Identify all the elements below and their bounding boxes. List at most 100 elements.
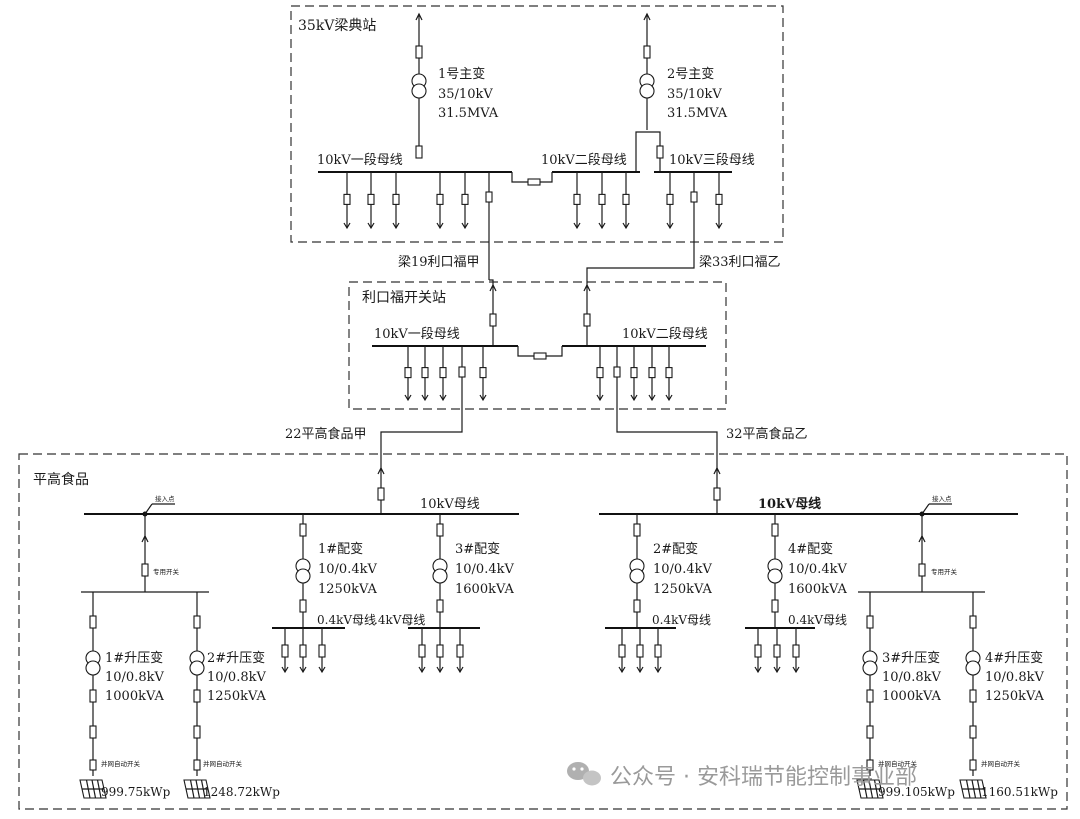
connector-line — [511, 172, 528, 183]
stepup-hv-breaker — [193, 615, 201, 629]
stepup-lv-breaker — [969, 689, 977, 703]
lv-feeder-breaker — [754, 644, 762, 658]
hv-breaker — [633, 523, 641, 537]
incoming-breaker — [583, 313, 591, 327]
arrow-up-icon — [415, 12, 423, 21]
feeder-breaker — [404, 367, 412, 379]
dist-transformer-3-name: 3#配变 — [455, 541, 500, 557]
arrow-up-icon — [918, 534, 926, 543]
access-point-left: 接入点 — [155, 494, 175, 503]
stepup-breaker — [89, 725, 97, 739]
station-pinggao-box — [18, 453, 1068, 810]
stepup-hv-breaker — [866, 615, 874, 629]
stepup-2-voltage: 10/0.8kV — [207, 670, 266, 685]
main-transformer-2-name: 2号主变 — [667, 66, 714, 82]
lv-bus-2-label: 0.4kV母线 — [652, 613, 711, 627]
grid-switch-1: 并网自动开关 — [101, 759, 141, 768]
pv-1-capacity: 999.75kWp — [101, 785, 171, 799]
lv-feeder-breaker — [436, 644, 444, 658]
lk-bus2-label: 10kV二段母线 — [622, 327, 708, 342]
connector-line — [616, 430, 718, 514]
dist-transformer-4-capacity: 1600kVA — [788, 582, 847, 597]
watermark-text: 公众号 · 安科瑞节能控制事业部 — [610, 765, 917, 790]
lv-bus-4-label: 0.4kV母线 — [788, 613, 847, 627]
stepup-1-voltage: 10/0.8kV — [105, 670, 164, 685]
stepup-3-capacity: 1000kVA — [882, 689, 941, 704]
transformer-coil-lower — [767, 568, 783, 584]
watermark: 公众号 · 安科瑞节能控制事业部 — [567, 762, 917, 790]
arrow-down-icon — [622, 222, 630, 230]
feeder-breaker — [367, 193, 375, 205]
stepup-1-name: 1#升压变 — [105, 650, 163, 666]
connector-line — [540, 172, 553, 183]
lv-breaker — [633, 599, 641, 613]
arrow-up-icon — [713, 466, 721, 475]
arrow-down-icon — [636, 666, 644, 674]
stepup-1-capacity: 1000kVA — [105, 689, 164, 704]
incoming-breaker — [415, 45, 423, 59]
feeder-breaker — [665, 367, 673, 379]
lv-feeder-breaker — [456, 644, 464, 658]
arrow-down-icon — [598, 222, 606, 230]
dist-transformer-1-name: 1#配变 — [318, 541, 363, 557]
bus-breaker — [656, 145, 664, 159]
feeder-breaker — [715, 193, 723, 205]
feeder-breaker — [485, 191, 493, 203]
dist-transformer-3-voltage: 10/0.4kV — [455, 562, 514, 577]
connector-line — [921, 503, 930, 515]
connector-line — [517, 346, 534, 357]
arrow-down-icon — [436, 666, 444, 674]
feeder-breaker — [392, 193, 400, 205]
arrow-down-icon — [479, 394, 487, 402]
stepup-2-name: 2#升压变 — [207, 650, 265, 666]
dist-transformer-2-voltage: 10/0.4kV — [653, 562, 712, 577]
lv-feeder-breaker — [281, 644, 289, 658]
feeder-32-label: 32平高食品乙 — [726, 426, 808, 442]
pg-bus-right-label: 10kV母线 — [758, 496, 821, 512]
hv-breaker — [436, 523, 444, 537]
feeder-breaker — [458, 366, 466, 378]
stepup-breaker — [193, 725, 201, 739]
arrow-down-icon — [666, 222, 674, 230]
bus-tie-breaker — [527, 178, 541, 186]
dedicated-switch-right: 专用开关 — [931, 567, 958, 576]
transformer-coil-lower — [432, 568, 448, 584]
lv-bus-3-label: .4kV母线 — [374, 613, 425, 627]
incoming-breaker — [643, 45, 651, 59]
feeder-breaker — [596, 367, 604, 379]
lv-feeder-breaker — [792, 644, 800, 658]
lv-feeder-breaker — [318, 644, 326, 658]
feeder-breaker — [439, 367, 447, 379]
transformer-coil-lower — [85, 660, 101, 676]
feeder-breaker — [666, 193, 674, 205]
main-transformer-1-name: 1号主变 — [438, 66, 485, 82]
arrow-down-icon — [318, 666, 326, 674]
arrow-down-icon — [421, 394, 429, 402]
main-transformer-2-voltage: 35/10kV — [667, 87, 722, 102]
arrow-down-icon — [618, 666, 626, 674]
hv-breaker — [771, 523, 779, 537]
arrow-down-icon — [596, 394, 604, 402]
arrow-down-icon — [573, 222, 581, 230]
grid-switch-2: 并网自动开关 — [203, 759, 243, 768]
connector-line — [380, 430, 463, 514]
pv-4-capacity: 1160.51kWp — [981, 785, 1058, 799]
arrow-down-icon — [773, 666, 781, 674]
dist-transformer-2-name: 2#配变 — [653, 541, 698, 557]
stepup-2-capacity: 1250kVA — [207, 689, 266, 704]
stepup-lv-breaker — [193, 689, 201, 703]
feeder-breaker — [573, 193, 581, 205]
feeder-breaker — [436, 193, 444, 205]
transformer-coil-lower — [629, 568, 645, 584]
stepup-hv-breaker — [969, 615, 977, 629]
transformer-coil-lower — [639, 83, 655, 99]
station-likoufu-title: 利口福开关站 — [362, 290, 446, 306]
dist-transformer-4-voltage: 10/0.4kV — [788, 562, 847, 577]
stepup-lv-breaker — [866, 689, 874, 703]
stepup-3-name: 3#升压变 — [882, 650, 940, 666]
dist-transformer-4-name: 4#配变 — [788, 541, 833, 557]
station-likoufu-box — [348, 281, 727, 410]
dist-transformer-1-voltage: 10/0.4kV — [318, 562, 377, 577]
main-transformer-2-capacity: 31.5MVA — [667, 106, 728, 121]
